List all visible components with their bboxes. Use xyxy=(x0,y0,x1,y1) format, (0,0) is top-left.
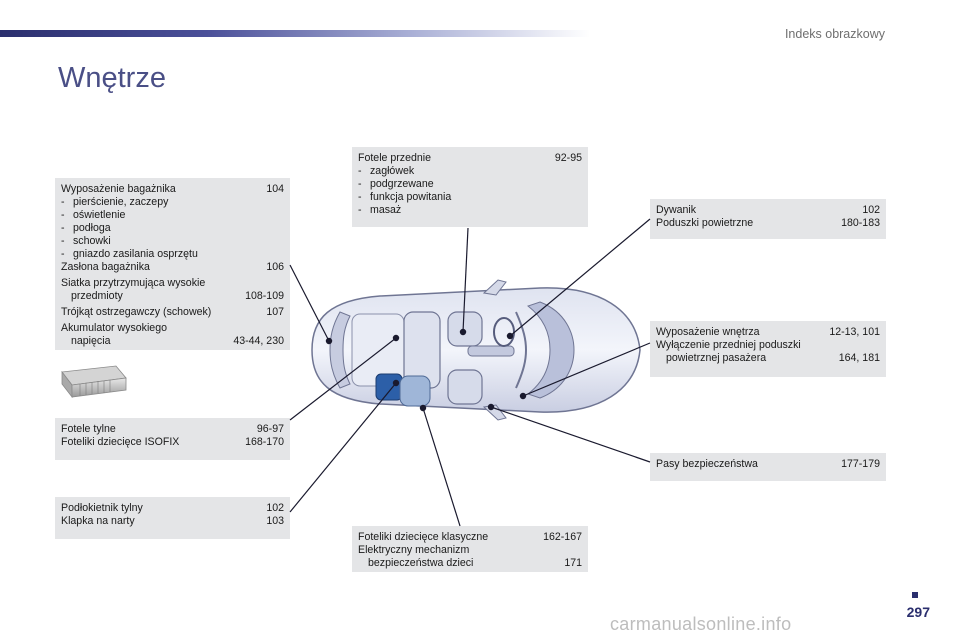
index-row: Wyposażenie bagażnika 104 xyxy=(61,183,284,196)
index-subitem: -zagłówek xyxy=(358,165,415,177)
index-subitem: -pierścienie, zaczepy xyxy=(61,196,169,208)
entry-label: Wyposażenie bagażnika xyxy=(61,183,176,195)
index-subitem: -masaż xyxy=(358,204,402,216)
index-subitem: -podgrzewane xyxy=(358,178,434,190)
index-subitem: -podłoga xyxy=(61,222,111,234)
page-marker xyxy=(912,592,918,598)
index-row: Trójkąt ostrzegawczy (schowek)107 xyxy=(61,306,284,318)
index-row: Akumulator wysokiego xyxy=(61,322,167,334)
trunk-box: Wyposażenie bagażnika 104 -pierścienie, z… xyxy=(55,178,290,350)
index-subitem: -oświetlenie xyxy=(61,209,126,221)
entry-page: 104 xyxy=(266,183,284,195)
index-row: Wyłączenie przedniej poduszki xyxy=(656,339,801,351)
index-subitem: -schowki xyxy=(61,235,111,247)
index-subitem: -funkcja powitania xyxy=(358,191,452,203)
car-top-view xyxy=(311,279,641,421)
header-bar xyxy=(0,30,590,37)
index-row: Elektryczny mechanizm xyxy=(358,544,470,556)
index-row: Siatka przytrzymująca wysokie xyxy=(61,277,206,289)
leader-lines xyxy=(289,218,651,527)
section-title: Indeks obrazkowy xyxy=(784,27,885,41)
index-subitem: -gniazdo zasilania osprzętu xyxy=(61,248,198,260)
page-number: 297 xyxy=(906,604,930,620)
battery-icon xyxy=(61,365,127,399)
page-heading: Wnętrze xyxy=(58,62,166,94)
watermark: carmanualsonline.info xyxy=(610,614,792,634)
